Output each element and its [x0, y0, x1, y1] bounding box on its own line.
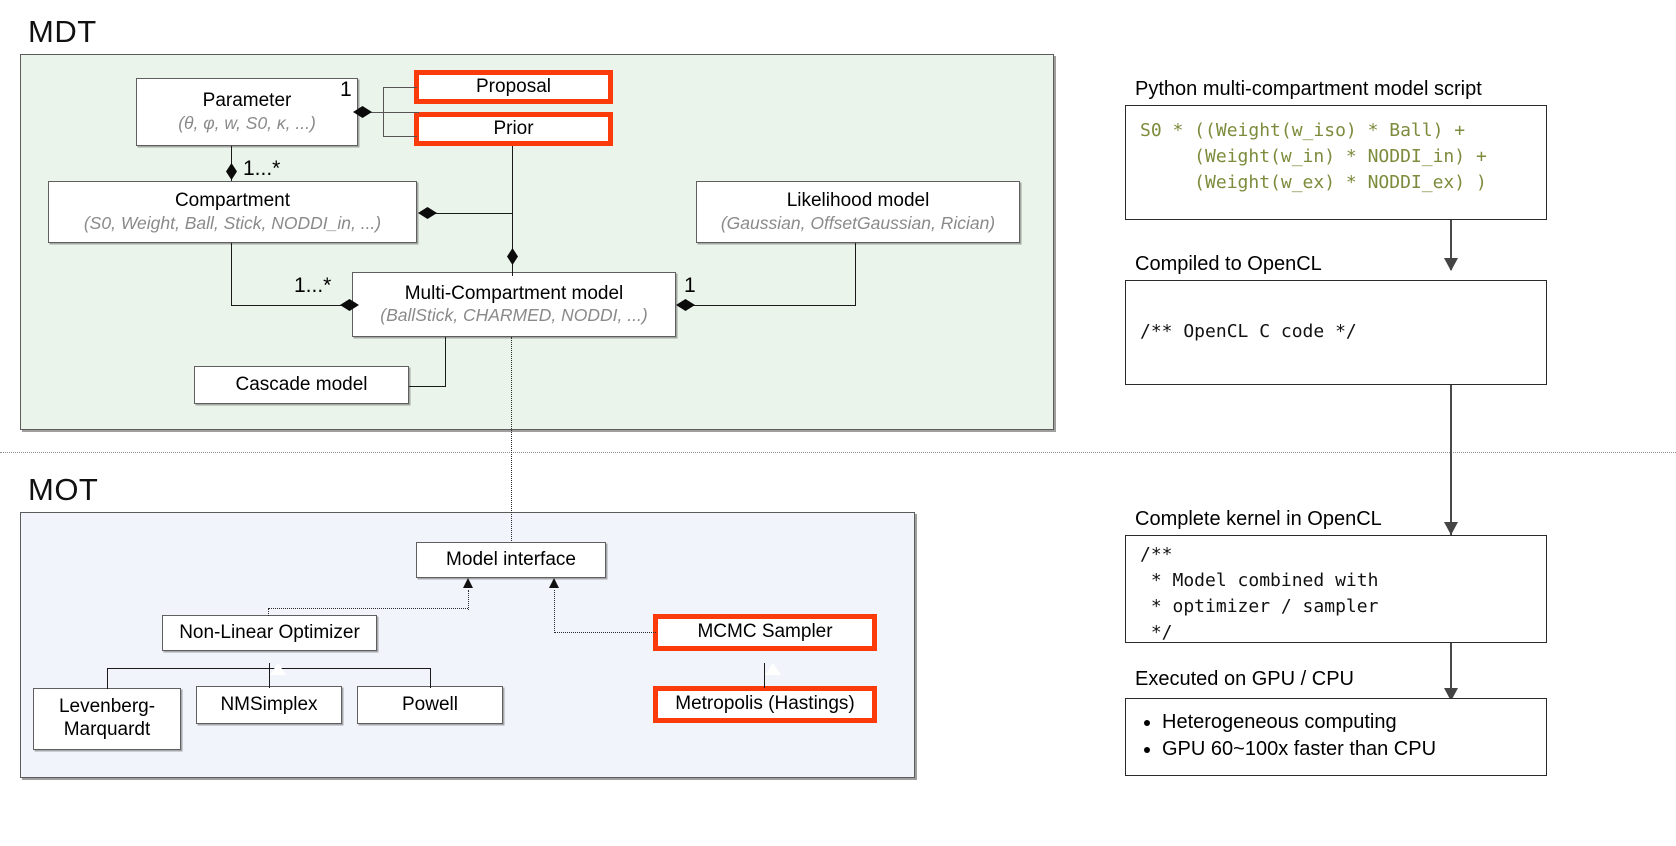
box-parameter-title: Parameter: [202, 90, 292, 112]
edge-likelihood-mcm-h: [690, 305, 856, 307]
edge-parameter-bracket-spine: [383, 87, 385, 137]
edge-metropolis-mcmc: [764, 663, 766, 688]
box-non-linear-optimizer[interactable]: Non-Linear Optimizer: [162, 615, 377, 651]
composition-diamond-compartment-right: [418, 207, 437, 219]
pipe-2: [1450, 385, 1452, 535]
box-model-interface[interactable]: Model interface: [416, 542, 606, 578]
box-nmsimplex-title: NMSimplex: [220, 693, 318, 715]
edge-prior-mcm: [512, 146, 514, 276]
edge-cascade-h: [409, 386, 446, 388]
edge-cascade-v: [445, 337, 447, 387]
bullets-execution: Heterogeneous computing GPU 60~100x fast…: [1125, 698, 1547, 776]
box-compartment-title: Compartment: [174, 190, 291, 212]
edge-likelihood-mcm-v: [855, 243, 857, 306]
box-mcm-subtitle: (BallStick, CHARMED, NODDI, ...): [380, 305, 648, 326]
edge-parameter-bracket-stem: [369, 112, 419, 114]
section-divider: [0, 452, 1676, 453]
edge-nlo-mi-stub: [268, 608, 269, 616]
codebox-opencl-c: /** OpenCL C code */: [1125, 280, 1547, 385]
bullet-list: Heterogeneous computing GPU 60~100x fast…: [1140, 709, 1532, 763]
edge-mcmc-mi-h: [554, 632, 656, 633]
box-metropolis-title: Metropolis (Hastings): [675, 693, 855, 715]
box-powell-title: Powell: [402, 693, 458, 715]
code-complete-kernel: /** * Model combined with * optimizer / …: [1140, 544, 1379, 644]
box-cascade-title: Cascade model: [235, 373, 368, 395]
composition-diamond-parameter: [353, 106, 372, 118]
box-prior-title: Prior: [493, 117, 534, 139]
composition-diamond-compartment-top: [226, 163, 237, 180]
pipe-3: [1450, 643, 1452, 701]
section-title-mdt: MDT: [28, 14, 97, 49]
caption-compiled-opencl: Compiled to OpenCL: [1135, 253, 1322, 275]
box-model-interface-title: Model interface: [446, 548, 576, 570]
box-mcm-title: Multi-Compartment model: [404, 282, 624, 304]
bullet-item: Heterogeneous computing: [1162, 709, 1532, 736]
edge-compartment-right: [430, 213, 513, 215]
edge-mcm-model-interface: [511, 337, 512, 543]
box-proposal-title: Proposal: [476, 75, 551, 97]
box-cascade-model[interactable]: Cascade model: [194, 366, 409, 404]
codebox-python-script: S0 * ((Weight(w_iso) * Ball) + (Weight(w…: [1125, 105, 1547, 220]
box-likelihood-subtitle: (Gaussian, OffsetGaussian, Rician): [720, 212, 996, 233]
box-prior[interactable]: Prior: [414, 112, 613, 146]
pipe-1: [1450, 220, 1452, 270]
box-powell[interactable]: Powell: [357, 686, 503, 724]
multiplicity-compartment-mcm: 1...*: [294, 274, 332, 297]
pipe-arrow-3: [1444, 688, 1458, 701]
edge-tree-levmar: [107, 668, 109, 689]
composition-diamond-mcm-left: [340, 299, 359, 311]
edge-compartment-mcm-h: [231, 305, 356, 307]
box-multi-compartment-model[interactable]: Multi-Compartment model (BallStick, CHAR…: [352, 272, 676, 337]
edge-tree-powell: [430, 668, 432, 688]
caption-complete-kernel: Complete kernel in OpenCL: [1135, 508, 1382, 530]
box-compartment[interactable]: Compartment (S0, Weight, Ball, Stick, NO…: [48, 181, 417, 243]
section-title-mot: MOT: [28, 472, 99, 507]
box-levenberg-marquardt[interactable]: Levenberg-Marquardt: [33, 688, 181, 750]
box-metropolis-hastings[interactable]: Metropolis (Hastings): [653, 686, 877, 723]
edge-mcmc-mi-v: [554, 590, 555, 633]
caption-python-script: Python multi-compartment model script: [1135, 78, 1482, 100]
multiplicity-parameter-compartment: 1...*: [243, 157, 281, 180]
edge-nlo-mi-v: [468, 590, 469, 610]
box-nmsimplex[interactable]: NMSimplex: [196, 686, 342, 724]
box-compartment-subtitle: (S0, Weight, Ball, Stick, NODDI_in, ...): [83, 212, 382, 233]
box-likelihood-title: Likelihood model: [786, 190, 930, 212]
box-mcmc-title: MCMC Sampler: [697, 621, 833, 643]
box-nlo-title: Non-Linear Optimizer: [179, 621, 360, 643]
box-parameter[interactable]: Parameter (θ, φ, w, S0, κ, ...): [136, 78, 358, 146]
multiplicity-mcm-likelihood: 1: [684, 274, 696, 297]
multiplicity-parameter-proposal: 1: [340, 78, 352, 101]
box-levmar-title: Levenberg-Marquardt: [58, 696, 156, 740]
edge-bracket-to-prior: [383, 136, 417, 138]
codebox-complete-kernel: /** * Model combined with * optimizer / …: [1125, 535, 1547, 643]
edge-bracket-to-proposal: [383, 87, 417, 89]
edge-tree-nmsimplex: [269, 668, 271, 688]
bullet-item: GPU 60~100x faster than CPU: [1162, 736, 1532, 763]
box-mcmc-sampler[interactable]: MCMC Sampler: [653, 614, 877, 651]
pipe-arrow-1: [1444, 258, 1458, 271]
dependency-arrowhead-mcmc: [549, 578, 559, 588]
code-opencl-c: /** OpenCL C code */: [1140, 321, 1357, 343]
box-proposal[interactable]: Proposal: [414, 70, 613, 104]
code-python-script: S0 * ((Weight(w_iso) * Ball) + (Weight(w…: [1140, 120, 1487, 194]
box-parameter-subtitle: (θ, φ, w, S0, κ, ...): [178, 112, 316, 133]
dependency-arrowhead-nlo: [463, 578, 473, 588]
caption-executed-gpu-cpu: Executed on GPU / CPU: [1135, 668, 1354, 690]
composition-diamond-mcm-top: [507, 248, 518, 265]
pipe-arrow-2: [1444, 522, 1458, 535]
composition-diamond-mcm-right: [676, 299, 695, 311]
edge-compartment-mcm-v: [231, 243, 233, 306]
box-likelihood-model[interactable]: Likelihood model (Gaussian, OffsetGaussi…: [696, 181, 1020, 243]
edge-nlo-mi-h: [268, 608, 468, 609]
